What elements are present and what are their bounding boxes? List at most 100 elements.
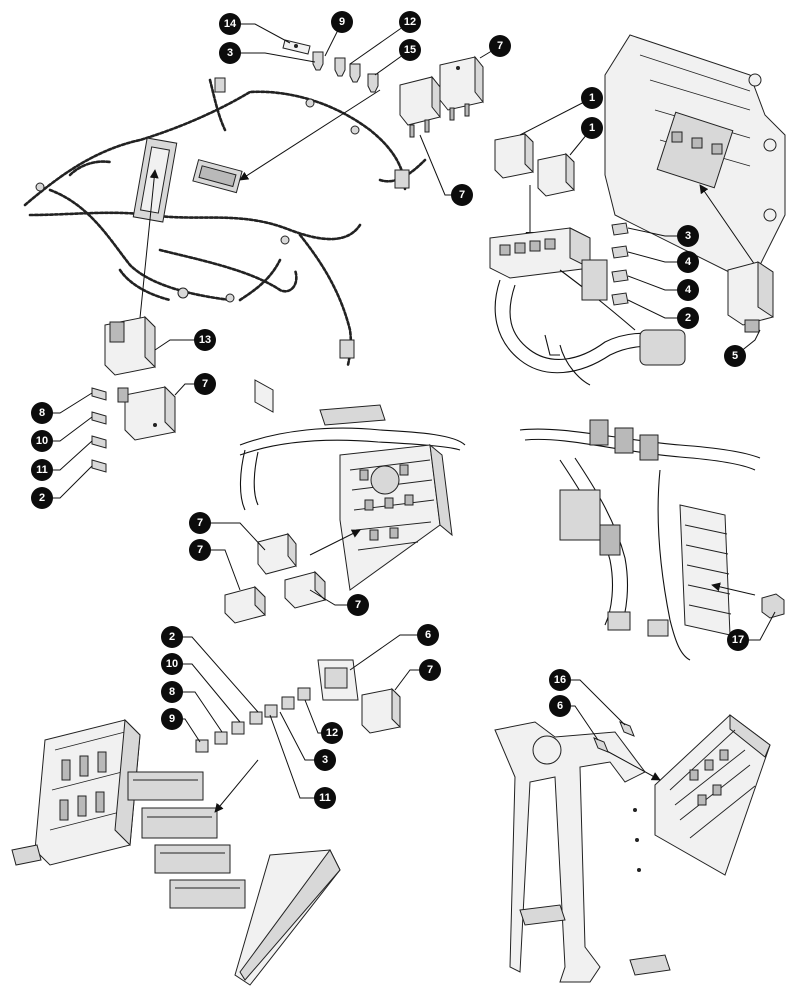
cab-wiring-harness (23, 77, 427, 367)
arrow-to-controller (699, 184, 756, 266)
callout-7: 7 (194, 373, 216, 395)
callout-11: 11 (314, 787, 336, 809)
callout-8: 8 (161, 681, 183, 703)
callout-10: 10 (161, 653, 183, 675)
svg-text:11: 11 (36, 464, 48, 476)
svg-text:11: 11 (319, 792, 331, 804)
svg-text:7: 7 (197, 517, 203, 529)
arrow-to-fuse-modules (214, 759, 259, 813)
fuse-modules-bottom (127, 771, 246, 909)
callout-3: 3 (677, 225, 699, 247)
fuse-box-bottom-right (654, 714, 771, 876)
fuses-top-row (282, 39, 379, 93)
svg-text:9: 9 (169, 713, 175, 725)
connector-harness-right (489, 227, 686, 386)
callout-2: 2 (677, 307, 699, 329)
relay-7-left (117, 385, 176, 441)
callout-12: 12 (321, 722, 343, 744)
callout-14: 14 (219, 13, 241, 35)
arrow-to-harness-fuse (711, 582, 756, 596)
callout-2: 2 (161, 626, 183, 648)
callout-13: 13 (194, 329, 216, 351)
svg-text:1: 1 (589, 92, 595, 104)
relay-7-bottom (361, 687, 401, 734)
arrow-to-relay-panel (139, 169, 159, 319)
svg-text:2: 2 (685, 312, 691, 324)
mounting-bracket (494, 721, 671, 983)
svg-text:6: 6 (425, 629, 431, 641)
svg-text:7: 7 (459, 189, 465, 201)
svg-text:17: 17 (732, 634, 744, 646)
callout-12: 12 (399, 11, 421, 33)
relay-13-group (104, 315, 156, 376)
callout-4: 4 (677, 279, 699, 301)
callout-4: 4 (677, 251, 699, 273)
svg-text:5: 5 (732, 350, 738, 362)
svg-text:4: 4 (685, 284, 692, 296)
svg-text:7: 7 (202, 378, 208, 390)
svg-text:7: 7 (427, 664, 433, 676)
svg-text:14: 14 (224, 18, 237, 30)
callout-2: 2 (31, 487, 53, 509)
fuse-box-cover (234, 849, 341, 986)
controller-housing (604, 34, 786, 276)
svg-text:6: 6 (557, 700, 563, 712)
harness-fuse-block-right (519, 419, 761, 661)
callout-10: 10 (31, 430, 53, 452)
svg-text:3: 3 (227, 47, 233, 59)
svg-text:10: 10 (36, 435, 48, 447)
relays-1 (494, 132, 575, 197)
svg-text:12: 12 (326, 727, 338, 739)
callout-17: 17 (727, 629, 749, 651)
relay-5 (727, 261, 774, 333)
callout-6: 6 (549, 695, 571, 717)
arrow-to-fuse-box-br (604, 749, 661, 781)
svg-text:2: 2 (169, 631, 175, 643)
callout-3: 3 (314, 749, 336, 771)
callout-9: 9 (161, 708, 183, 730)
fuses-16-6 (593, 721, 635, 753)
callout-5: 5 (724, 345, 746, 367)
svg-text:1: 1 (589, 122, 595, 134)
svg-text:4: 4 (685, 256, 692, 268)
svg-text:8: 8 (39, 407, 45, 419)
relays-center (224, 532, 326, 624)
arrow-to-fuse-panel (239, 89, 381, 181)
svg-text:7: 7 (197, 544, 203, 556)
callout-6: 6 (417, 624, 439, 646)
fuse-box-bottom-left (11, 718, 141, 866)
svg-text:2: 2 (39, 492, 45, 504)
fuses-left (91, 387, 107, 473)
callout-7: 7 (189, 512, 211, 534)
svg-text:7: 7 (355, 599, 361, 611)
callout-11: 11 (31, 459, 53, 481)
svg-text:16: 16 (554, 674, 566, 686)
callout-7: 7 (489, 35, 511, 57)
relays-top (399, 55, 484, 138)
callout-1: 1 (581, 87, 603, 109)
arrow-to-fuse-box (309, 529, 361, 556)
relay-17 (761, 593, 785, 619)
callout-3: 3 (219, 42, 241, 64)
maxi-fuse-6 (317, 659, 359, 701)
callout-1: 1 (581, 117, 603, 139)
svg-text:3: 3 (685, 230, 691, 242)
svg-text:3: 3 (322, 754, 328, 766)
callout-16: 16 (549, 669, 571, 691)
svg-text:13: 13 (199, 334, 211, 346)
callout-7: 7 (189, 539, 211, 561)
callout-15: 15 (399, 39, 421, 61)
svg-text:15: 15 (404, 44, 416, 56)
svg-text:7: 7 (497, 40, 503, 52)
callout-7: 7 (419, 659, 441, 681)
svg-text:8: 8 (169, 686, 175, 698)
fuses-right (611, 222, 629, 306)
fuses-bottom-row (195, 687, 311, 753)
callout-7: 7 (347, 594, 369, 616)
fuse-box-center (239, 379, 466, 591)
svg-text:12: 12 (404, 16, 416, 28)
callout-9: 9 (331, 11, 353, 33)
callout-7: 7 (451, 184, 473, 206)
callout-8: 8 (31, 402, 53, 424)
